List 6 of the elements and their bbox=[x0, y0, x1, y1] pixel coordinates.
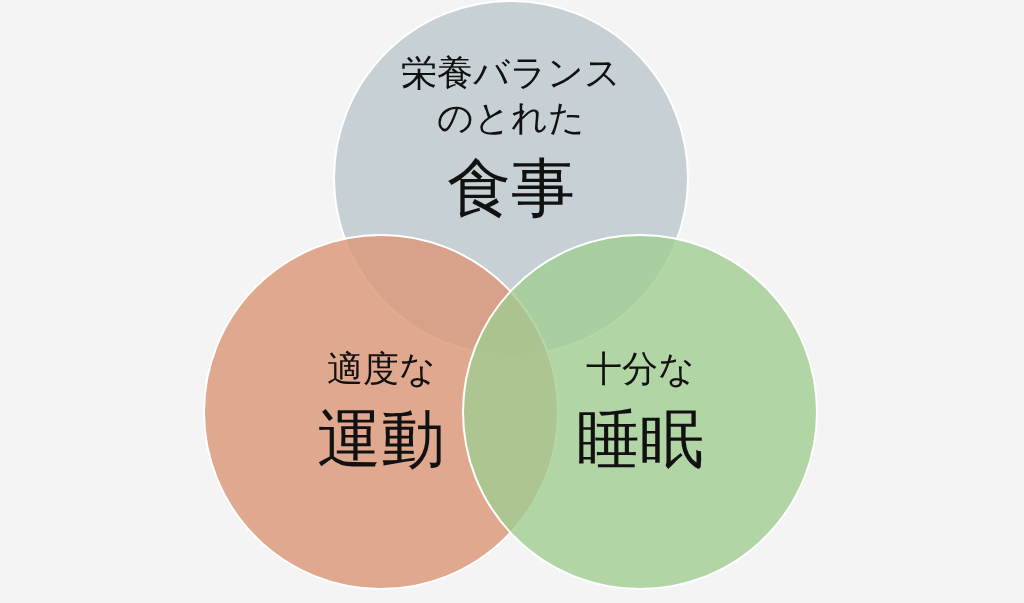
circle-title: 睡眠 bbox=[576, 401, 704, 478]
circle-title: 運動 bbox=[317, 401, 445, 478]
circle-subtitle: 栄養バランスのとれた bbox=[400, 51, 622, 140]
circle-subtitle: 適度な bbox=[325, 347, 437, 391]
circle-title: 食事 bbox=[447, 150, 575, 227]
circle-subtitle: 十分な bbox=[584, 347, 696, 391]
